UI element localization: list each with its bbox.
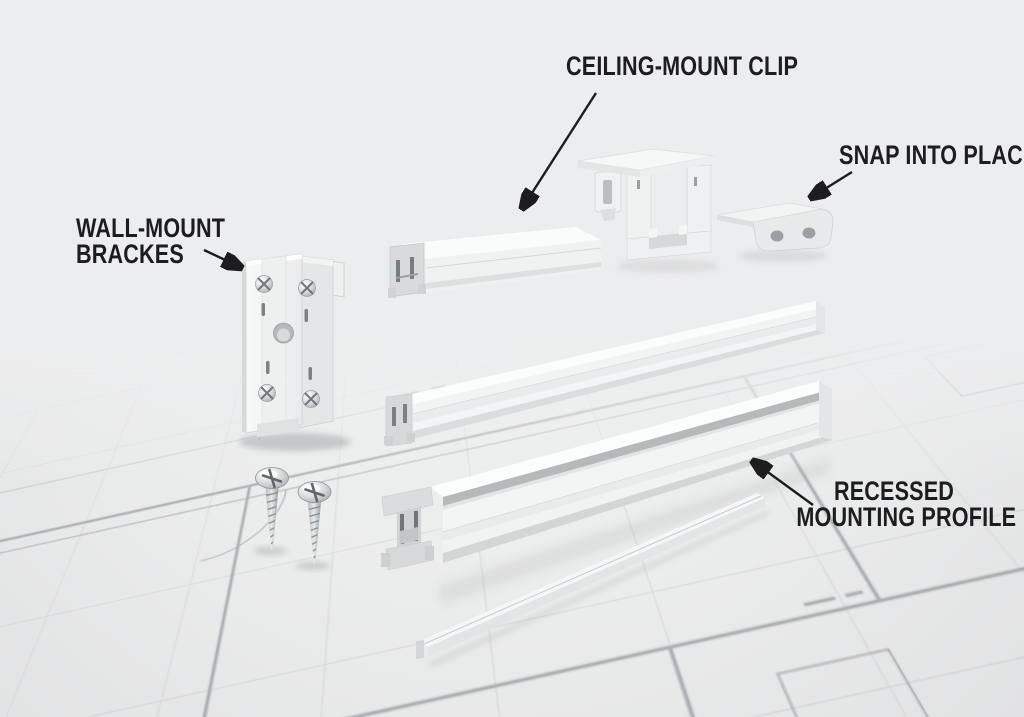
bracket-slots bbox=[261, 303, 312, 380]
part-rail-segment bbox=[388, 227, 602, 298]
label-snap-into-place: SNAP INTO PLACE bbox=[839, 140, 1024, 170]
arrow-recessed bbox=[754, 462, 814, 506]
part-screw-1 bbox=[255, 467, 289, 551]
arrow-ceiling-clip bbox=[523, 92, 598, 207]
part-snap-clip bbox=[716, 202, 834, 252]
part-recessed-profile bbox=[381, 381, 833, 571]
part-ceiling-clip bbox=[577, 148, 715, 261]
arrow-snap bbox=[812, 170, 853, 197]
part-rail-upper bbox=[384, 301, 826, 447]
label-wall-mount-brackets: WALL-MOUNT BRACKES bbox=[76, 213, 226, 269]
part-wall-mount-bracket bbox=[242, 253, 345, 437]
arrow-wall-mount bbox=[203, 248, 240, 267]
label-line: RECESSED bbox=[833, 476, 955, 506]
label-line: MOUNTING PROFILE bbox=[796, 502, 1017, 532]
label-recessed-mounting-profile: RECESSED MOUNTING PROFILE bbox=[796, 476, 1017, 532]
label-line: BRACKES bbox=[76, 239, 184, 269]
label-line: WALL-MOUNT bbox=[76, 213, 226, 243]
part-rail-lower bbox=[416, 493, 765, 659]
part-screw-2 bbox=[297, 481, 332, 565]
bracket-screws bbox=[255, 275, 320, 408]
part-shadows bbox=[239, 250, 830, 668]
label-ceiling-mount-clip: CEILING-MOUNT CLIP bbox=[566, 51, 799, 81]
